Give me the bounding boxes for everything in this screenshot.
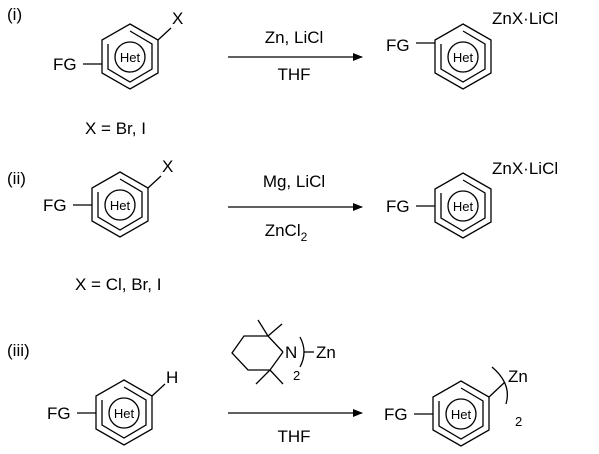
het-circle [447,41,479,73]
fg-label: FG [53,55,77,74]
inner-bond-line [101,386,147,439]
het-circle [447,190,479,222]
condition-text: X = Br, I [85,119,146,138]
nitrogen-label: N [285,343,297,362]
reagent-above: Zn, LiCl [265,28,324,47]
inner-bond-line [438,387,484,440]
zinc-label: Zn [316,343,336,362]
subscript-2: 2 [515,414,522,429]
methyl-bond [257,319,269,337]
het-label: Het [451,407,472,422]
substituent-label: X [172,9,183,28]
scheme-label: (ii) [7,169,26,188]
fg-label: FG [47,404,71,423]
inner-bond-line [97,178,143,231]
hexagon-ring [434,23,492,90]
het-circle [104,189,136,221]
scheme-iii: (iii) Het FG H N Zn 2 THF [7,319,528,447]
methyl-bond [269,369,284,385]
het-circle [445,398,477,430]
product-ring: Het FG ZnX·LiCl [386,159,558,239]
condition-text: X = Cl, Br, I [75,275,161,294]
inner-bond-line [440,30,486,83]
hexagon-ring [434,172,492,239]
reagent-below: ZnCl2 [265,221,308,244]
reagent-below-subscript: 2 [301,230,308,244]
bracket [491,366,509,405]
het-circle [108,397,140,429]
methyl-bond [255,369,271,385]
het-label: Het [114,406,135,421]
inner-bond-line [440,179,486,232]
scheme-i: (i) Het FG X Zn, LiCl THF Het FG ZnX·LiC… [7,5,558,138]
product-ring: Het FG ZnX·LiCl [386,9,558,90]
bracket [299,336,305,368]
product-ring: Het FG Zn 2 [384,366,528,447]
scheme-ii: (ii) Het FG X Mg, LiCl ZnCl2 Het FG ZnX·… [7,157,558,294]
het-label: Het [453,50,474,65]
methyl-bond [267,323,283,337]
substituent-bond [157,27,172,41]
zinc-label: Zn [508,367,528,386]
piperidine-ring [231,335,284,371]
substituent-label: H [166,368,178,387]
het-label: Het [453,199,474,214]
inner-bond-line [107,30,153,83]
substituent-label: X [162,157,173,176]
reactant-ring: Het FG H [47,368,178,446]
het-label: Het [120,50,141,65]
fg-label: FG [43,196,67,215]
reagent-below-main: ZnCl [265,221,301,240]
substituent-bond [151,383,166,397]
reagent-below: THF [277,427,310,446]
subscript-2: 2 [293,368,300,383]
zinc-bond [488,381,506,398]
reagent-below: THF [277,65,310,84]
reactant-ring: Het FG X [53,9,183,90]
het-label: Het [110,198,131,213]
fg-label: FG [386,197,410,216]
substituent-label: ZnX·LiCl [492,9,558,28]
tmp-zinc-reagent: N Zn 2 [231,319,336,385]
het-circle [114,41,146,73]
substituent-bond [147,175,162,189]
substituent-label: ZnX·LiCl [492,159,558,178]
scheme-label: (iii) [7,341,30,360]
scheme-label: (i) [7,5,22,24]
fg-label: FG [386,36,410,55]
fg-label: FG [384,405,408,424]
reagent-above: Mg, LiCl [263,172,325,191]
reactant-ring: Het FG X [43,157,173,238]
